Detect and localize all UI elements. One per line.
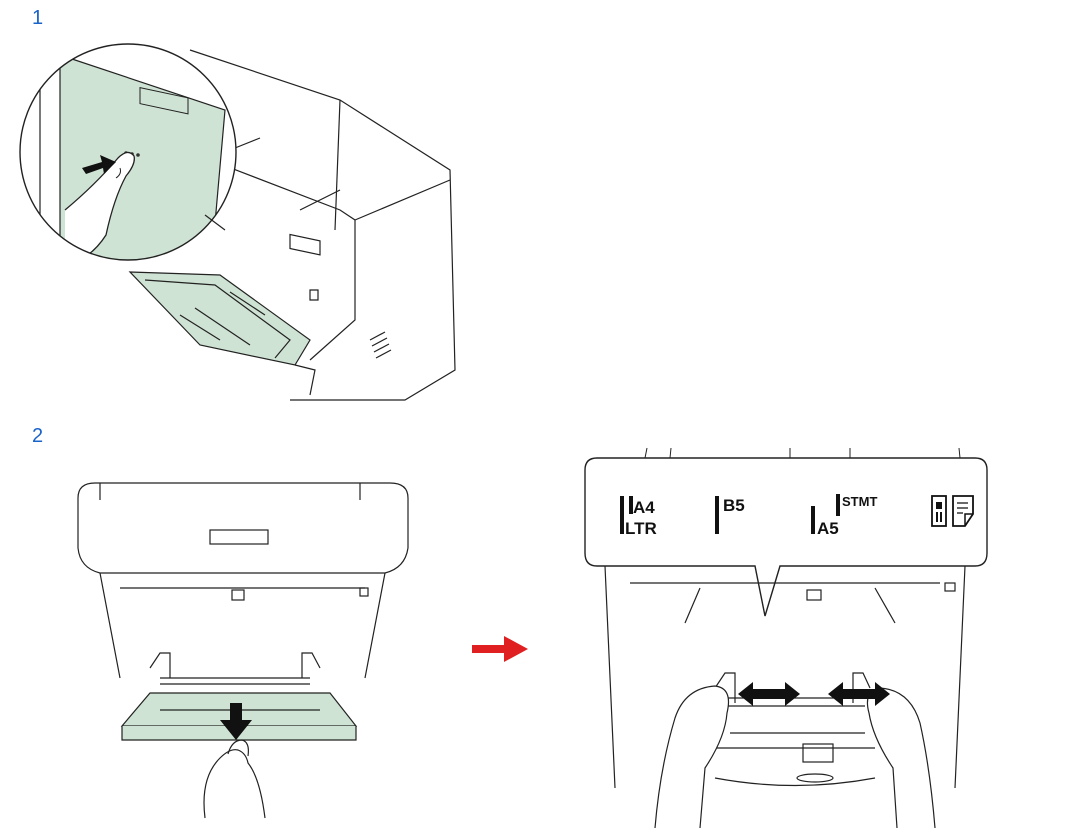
step-1-illustration bbox=[19, 43, 456, 401]
size-label-a5: A5 bbox=[817, 519, 839, 538]
slide-guide-arrow-icon bbox=[738, 682, 890, 706]
size-label-a4: A4 bbox=[633, 498, 655, 517]
hand-right bbox=[866, 687, 936, 828]
press-arrow-icon bbox=[82, 155, 116, 174]
size-label-b5: B5 bbox=[723, 496, 745, 515]
pull-down-arrow-icon bbox=[220, 703, 252, 740]
paper-orientation-icon bbox=[931, 495, 974, 527]
size-guide-callout: A4 LTR B5 STMT A5 bbox=[584, 447, 988, 617]
vent-detail bbox=[369, 331, 392, 359]
step-2-adjust-guides-illustration: A4 LTR B5 STMT A5 bbox=[584, 447, 988, 828]
step-2-pull-tray-illustration bbox=[77, 482, 409, 819]
magnified-panel-callout bbox=[19, 43, 237, 261]
hand-left bbox=[654, 685, 730, 828]
next-step-arrow-icon bbox=[472, 636, 528, 662]
step-2-number: 2 bbox=[32, 425, 44, 447]
size-label-stmt: STMT bbox=[842, 494, 877, 509]
step-1-number: 1 bbox=[32, 7, 44, 29]
size-label-ltr: LTR bbox=[625, 519, 657, 538]
hand-pulling bbox=[203, 739, 266, 819]
